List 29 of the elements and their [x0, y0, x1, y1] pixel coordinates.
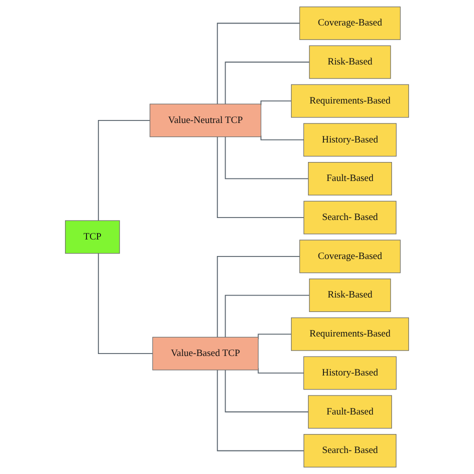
connector [224, 370, 309, 412]
node-box: Risk-Based [309, 278, 391, 312]
node-box: History-Based [303, 356, 397, 390]
node-box: Requirements-Based [291, 84, 409, 118]
connector [224, 62, 310, 104]
connector [216, 136, 304, 218]
node-box: History-Based [303, 123, 397, 157]
connector [224, 136, 309, 180]
node-box: Requirements-Based [291, 317, 409, 351]
node-box: Value-Based TCP [152, 336, 259, 370]
node-box: Search- Based [304, 200, 396, 234]
node-box: Value-Neutral TCP [150, 104, 262, 138]
connector [258, 368, 304, 374]
node-box: Fault-Based [308, 395, 392, 429]
connector [216, 256, 300, 338]
connector [224, 294, 310, 338]
node-box: Coverage-Based [299, 240, 401, 274]
connector [98, 120, 150, 222]
connector [216, 22, 300, 104]
node-box: Risk-Based [309, 45, 391, 79]
connector [260, 100, 292, 106]
connector [258, 334, 292, 340]
connector [98, 252, 154, 354]
node-box: Coverage-Based [299, 6, 401, 40]
node-box: TCP [65, 220, 120, 254]
node-box: Fault-Based [308, 162, 392, 196]
connector [260, 135, 304, 140]
connector [216, 370, 304, 452]
node-box: Search- Based [304, 434, 396, 468]
